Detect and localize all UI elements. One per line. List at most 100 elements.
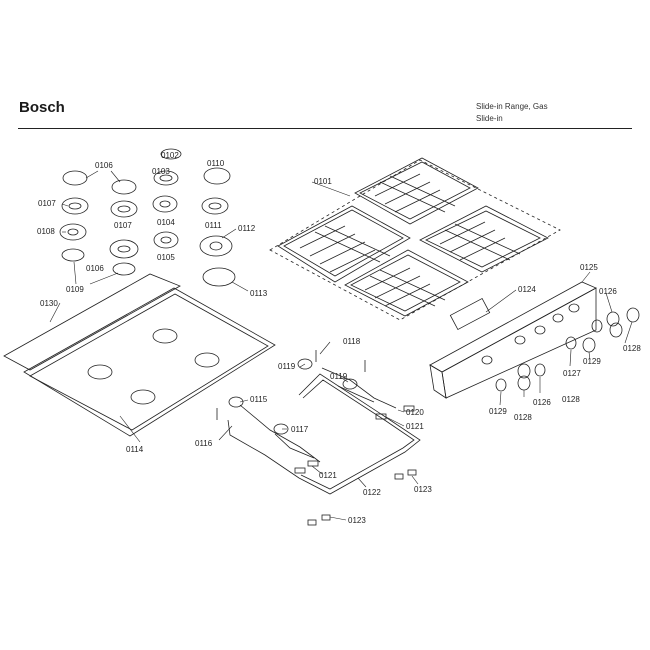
burner-base-0105: [153, 231, 179, 249]
callout-0108: 0108: [37, 227, 55, 236]
burner-base-0108: [59, 223, 87, 241]
orifice-0121-b: [307, 460, 319, 467]
callout-0126-bottom: 0126: [533, 398, 551, 407]
callout-0121-right: 0121: [406, 422, 424, 431]
valve-0115: [228, 396, 244, 408]
burner-head-0107-left: [61, 197, 89, 215]
callout-0107-left: 0107: [38, 199, 56, 208]
callout-0124: 0124: [518, 285, 536, 294]
knob-ring-0129: [591, 319, 603, 333]
burner-base-0112: [199, 235, 233, 257]
orifice-0121-a: [375, 413, 387, 420]
clip-0123-b: [307, 519, 317, 526]
burner-cap-0102: [160, 148, 182, 160]
callout-0113: 0113: [250, 289, 268, 298]
control-board-0124: [449, 297, 491, 331]
callout-0128-bottom: 0128: [514, 413, 532, 422]
burner-cap-0106-mid: [111, 179, 137, 195]
grate-back: [354, 157, 479, 225]
callout-0110: 0110: [207, 159, 225, 168]
burner-head-0103: [153, 170, 179, 186]
callout-0125: 0125: [580, 263, 598, 272]
knob-0128-a: [626, 307, 640, 323]
callout-0121-bottom: 0121: [319, 471, 337, 480]
callout-0117: 0117: [291, 425, 309, 434]
burner-cap-0106-left: [62, 170, 88, 186]
grate-right: [419, 205, 549, 273]
callout-0119-left: 0119: [278, 362, 296, 371]
model-line-1: Slide-in Range, Gas: [476, 102, 548, 111]
callout-0111: 0111: [205, 221, 222, 230]
front-trim-0130: [3, 273, 181, 371]
grates-0101: [269, 157, 561, 321]
cooktop-0114: [23, 287, 276, 437]
callout-0119-right: 0119: [330, 372, 348, 381]
gas-manifold-0122: [227, 373, 421, 495]
callout-0101: 0101: [314, 177, 332, 186]
knob-0128-b: [609, 322, 623, 338]
knob-ring-0129-b: [495, 378, 507, 392]
knob-ring-0127: [565, 336, 577, 350]
leader-lines: [49, 170, 633, 521]
callout-0107-mid: 0107: [114, 221, 132, 230]
callout-labels: 0101 0102 0103 0104 0105 0106 0106 0107 …: [37, 151, 641, 525]
gas-system: [216, 350, 421, 526]
burner-hole-3: [87, 364, 113, 380]
valve-0119-a: [297, 358, 313, 370]
valve-0117: [273, 423, 289, 435]
callout-0130: 0130: [40, 299, 58, 308]
callout-0105: 0105: [157, 253, 175, 262]
knob-0126-a: [606, 311, 620, 327]
burner-head-0111: [201, 197, 229, 215]
burner-base-0106: [109, 239, 139, 259]
gas-tube-0116: [239, 404, 321, 463]
callout-0114: 0114: [126, 445, 144, 454]
callout-0115: 0115: [250, 395, 268, 404]
control-panel-0125: [441, 287, 597, 399]
clip-0123-a: [394, 473, 404, 480]
callout-0103: 0103: [152, 167, 170, 176]
burner-head-0104: [152, 195, 178, 213]
callout-0123-bottom: 0123: [348, 516, 366, 525]
callout-0104: 0104: [157, 218, 175, 227]
callout-0106-bottom: 0106: [86, 264, 104, 273]
model-line-2: Slide-in: [476, 114, 503, 123]
valve-0119-b: [342, 378, 358, 390]
callout-0122: 0122: [363, 488, 381, 497]
callout-0118: 0118: [343, 337, 361, 346]
callout-0128-right: 0128: [623, 344, 641, 353]
panel-top: [429, 281, 597, 373]
callout-0120: 0120: [406, 408, 424, 417]
cooktop-panel: [3, 273, 276, 437]
callout-0112: 0112: [238, 224, 256, 233]
callout-0128-mid: 0128: [562, 395, 580, 404]
knob-0130-b: [534, 363, 546, 377]
control-knobs: [495, 307, 640, 392]
burner-head-0107-mid: [110, 200, 138, 218]
burner-hole-4: [130, 389, 156, 405]
knob-0129: [582, 337, 596, 353]
callout-0123-right: 0123: [414, 485, 432, 494]
callout-0129-right: 0129: [583, 357, 601, 366]
grate-left: [277, 205, 411, 283]
burner-hole-1: [152, 328, 178, 344]
callout-0126-top: 0126: [599, 287, 617, 296]
callout-0129-left: 0129: [489, 407, 507, 416]
callout-0127: 0127: [563, 369, 581, 378]
burner-hole-2: [194, 352, 220, 368]
callout-0102: 0102: [161, 151, 179, 160]
ring-0113: [202, 267, 236, 287]
callout-0109: 0109: [66, 285, 84, 294]
control-panel: [429, 281, 597, 399]
brand-title: Bosch: [19, 99, 65, 116]
gas-tube-0120: [321, 367, 397, 409]
knob-0126-b: [517, 363, 531, 379]
ring-0109: [61, 248, 85, 262]
burner-components: [59, 148, 236, 287]
callout-0116: 0116: [195, 439, 213, 448]
ring-0106: [112, 262, 136, 276]
header-rule: [18, 128, 632, 129]
callout-0106-top: 0106: [95, 161, 113, 170]
burner-cap-0110: [203, 167, 231, 185]
